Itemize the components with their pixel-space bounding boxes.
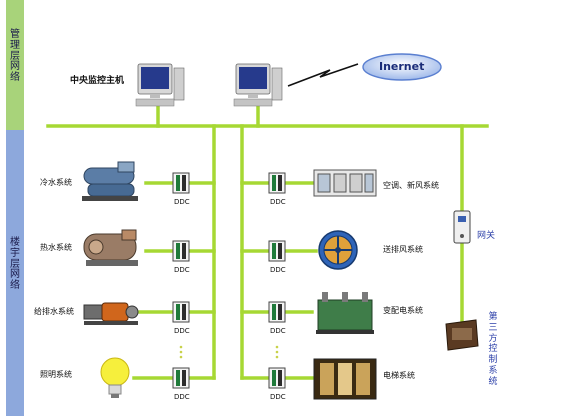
right-system-label: 空调、新风系统 — [383, 181, 439, 190]
ddc-controller-icon — [268, 172, 286, 194]
ddc-controller-icon — [172, 301, 190, 323]
central-monitor-computer-1 — [135, 63, 185, 107]
internet-cloud-icon — [362, 53, 442, 81]
management-layer-label: 管理层网络 — [10, 29, 20, 84]
right-system-label: 变配电系统 — [383, 306, 423, 315]
ddc-label: DDC — [174, 327, 190, 335]
pump-icon — [83, 302, 139, 325]
central-monitor-computer-2 — [233, 63, 283, 107]
management-layer-band — [6, 0, 24, 130]
central-host-label: 中央监控主机 — [70, 76, 125, 86]
ddc-label: DDC — [174, 266, 190, 274]
ddc-label: DDC — [174, 198, 190, 206]
ddc-label: DDC — [270, 198, 286, 206]
axial-fan-icon — [318, 230, 358, 270]
elevator-lobby-icon — [313, 358, 377, 400]
left-system-label: 给排水系统 — [34, 307, 74, 316]
right-system-label: 电梯系统 — [383, 371, 415, 380]
ddc-controller-icon — [268, 301, 286, 323]
ddc-controller-icon — [268, 367, 286, 389]
left-system-label: 照明系统 — [40, 370, 72, 379]
right-system-label: 送排风系统 — [383, 245, 423, 254]
third-party-label: 第三方控制系统 — [488, 312, 498, 387]
building-layer-band — [6, 130, 24, 416]
ddc-label: DDC — [270, 393, 286, 401]
light-bulb-icon — [100, 357, 130, 398]
ddc-label: DDC — [174, 393, 190, 401]
boiler-icon — [83, 229, 138, 266]
third-party-controller-icon — [445, 319, 479, 351]
transformer-icon — [316, 292, 374, 334]
internet-label: Inernet — [379, 60, 425, 73]
left-system-label: 冷水系统 — [40, 178, 72, 187]
building-layer-label: 楼宇层网络 — [10, 237, 20, 292]
air-handling-unit-icon — [313, 169, 377, 197]
gateway-icon — [453, 210, 471, 244]
wireless-link — [287, 63, 359, 87]
ddc-label: DDC — [270, 327, 286, 335]
ddc-label: DDC — [270, 266, 286, 274]
gateway-label: 网关 — [477, 231, 496, 241]
ddc-controller-icon — [172, 367, 190, 389]
chiller-icon — [82, 161, 138, 201]
ddc-controller-icon — [172, 172, 190, 194]
ddc-controller-icon — [268, 240, 286, 262]
ddc-controller-icon — [172, 240, 190, 262]
left-system-label: 热水系统 — [40, 243, 72, 252]
